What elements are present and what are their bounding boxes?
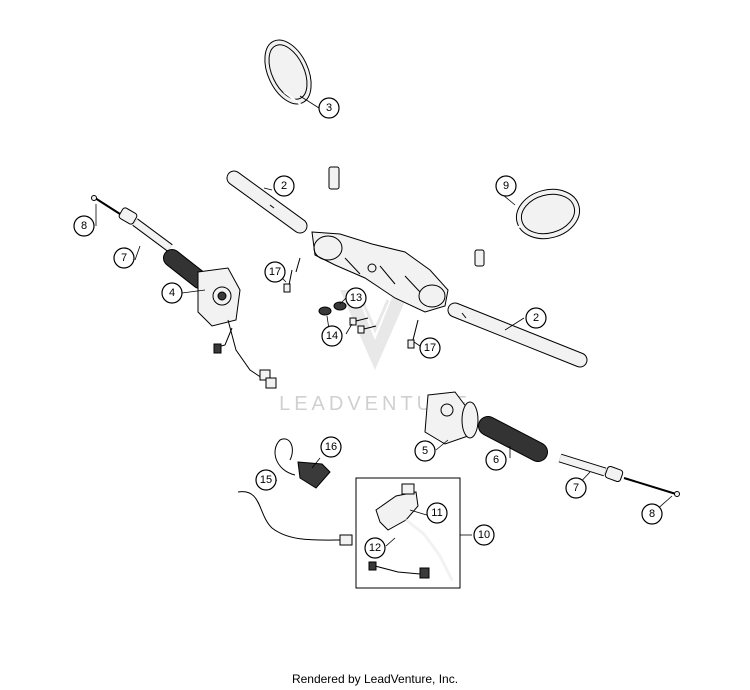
svg-text:2: 2 [281,180,287,192]
svg-text:9: 9 [503,180,509,192]
svg-text:4: 4 [169,287,175,299]
callout-3: 3 [318,97,340,119]
svg-text:5: 5 [422,445,428,457]
callout-17-bottom: 17 [419,337,441,359]
bolts [283,257,419,349]
callout-11: 11 [426,502,448,524]
callout-17-top: 17 [264,261,286,283]
lever-assembly [355,477,461,589]
svg-text:10: 10 [478,529,490,541]
svg-text:2: 2 [533,312,539,324]
bar-end-right [558,453,680,497]
svg-text:14: 14 [326,330,338,342]
switch-left [163,249,277,389]
svg-text:8: 8 [649,508,655,520]
svg-text:11: 11 [431,507,442,519]
mirror-right [474,188,581,267]
handlebar-clamp [311,231,449,313]
callout-8-left: 8 [73,215,95,237]
switch-right [424,391,479,445]
callout-10: 10 [473,524,495,546]
callout-7-left: 7 [113,247,135,269]
callout-14: 14 [321,325,343,347]
watermark-text: LEADVENTURE [279,393,471,415]
svg-text:13: 13 [350,292,362,304]
footer-credit: Rendered by LeadVenture, Inc. [291,672,459,686]
mirror-left [264,39,340,190]
callout-12: 12 [364,537,386,559]
leadventure-watermark: LEADVENTURE [279,290,471,415]
svg-text:17: 17 [424,342,436,354]
callout-4: 4 [161,282,183,304]
callout-5: 5 [414,440,436,462]
callout-2-top: 2 [273,175,295,197]
bar-end-left [91,195,173,252]
grip-right [478,416,548,462]
callout-15: 15 [255,469,277,491]
callout-6: 6 [485,449,507,471]
svg-text:3: 3 [326,102,332,114]
callout-8-right: 8 [641,503,663,525]
svg-text:16: 16 [325,441,337,453]
svg-text:12: 12 [369,542,381,554]
svg-text:15: 15 [260,474,272,486]
callout-16: 16 [320,436,342,458]
svg-text:7: 7 [121,252,127,264]
svg-text:17: 17 [269,266,281,278]
callout-13: 13 [345,287,367,309]
callout-2-right: 2 [525,307,547,329]
svg-text:6: 6 [493,454,499,466]
clutch-cable [237,438,353,546]
svg-text:7: 7 [573,482,579,494]
callout-7-right: 7 [565,477,587,499]
callout-9: 9 [495,175,517,197]
handlebar-left [226,170,308,234]
handlebar-right [447,302,588,368]
svg-text:8: 8 [81,220,87,232]
